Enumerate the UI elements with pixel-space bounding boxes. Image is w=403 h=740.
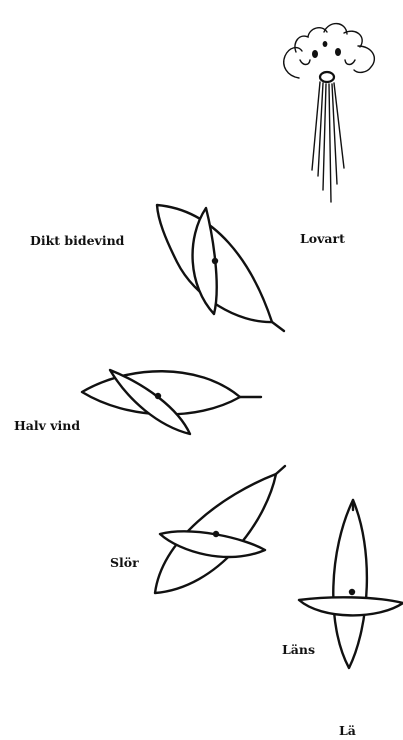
label-windward: Lovart xyxy=(300,231,345,246)
wind-cloud-icon xyxy=(284,24,375,82)
boat-close-hauled xyxy=(157,205,284,331)
boat-broad-reach xyxy=(155,466,285,593)
label-beam-reach: Halv vind xyxy=(14,418,80,433)
label-leeward: Lä xyxy=(339,723,356,738)
wind-lines xyxy=(312,82,344,202)
label-close-hauled: Dikt bidevind xyxy=(30,233,125,248)
label-running: Läns xyxy=(282,642,315,657)
label-broad-reach: Slör xyxy=(110,555,139,570)
boat-beam-reach xyxy=(82,370,261,434)
